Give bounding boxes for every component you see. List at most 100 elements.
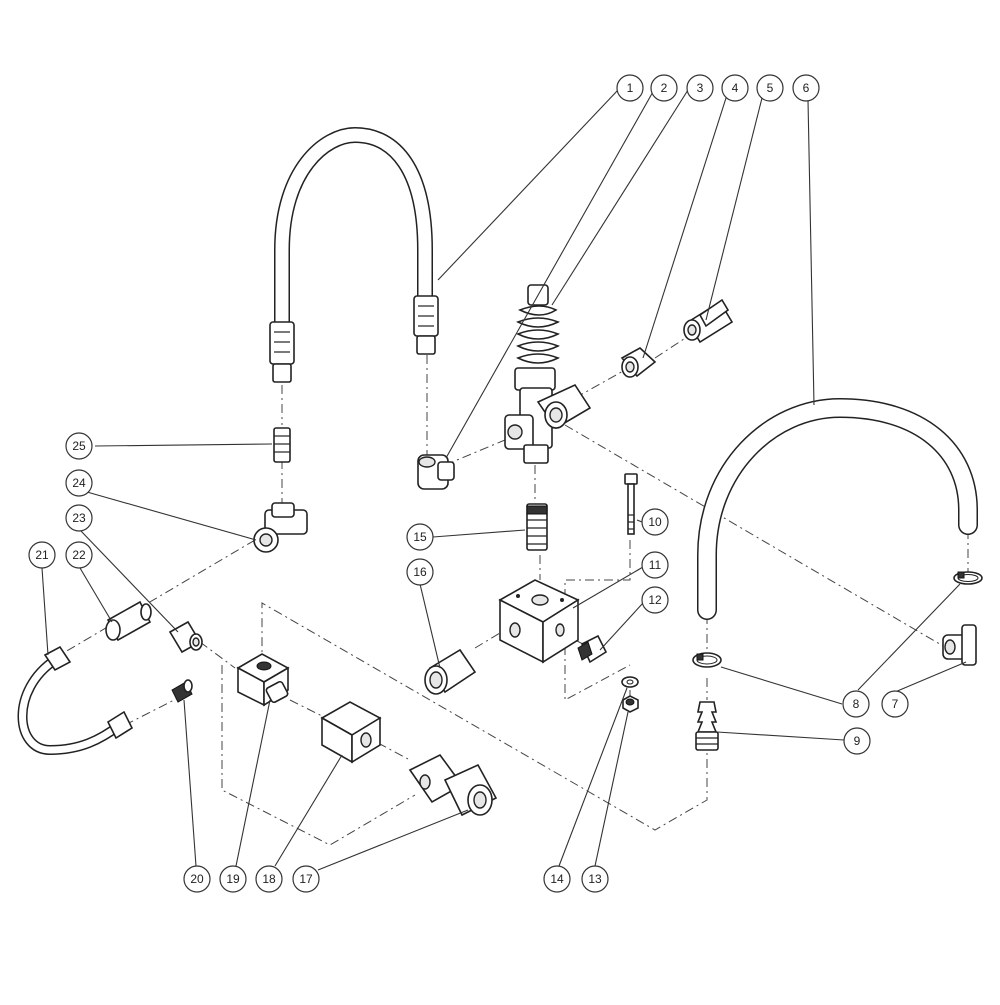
callout-3: 3 xyxy=(686,74,714,102)
callout-12: 12 xyxy=(641,586,669,614)
callout-label: 17 xyxy=(299,872,313,886)
assembly-line xyxy=(444,439,506,466)
nipple-15 xyxy=(526,503,548,551)
callout-label: 4 xyxy=(732,81,739,95)
leader-line xyxy=(183,699,197,867)
callout-label: 25 xyxy=(72,439,86,453)
callout-label: 5 xyxy=(767,81,774,95)
leader-line xyxy=(594,711,629,867)
callout-label: 6 xyxy=(803,81,810,95)
leader-line xyxy=(807,99,815,406)
hose-clamp-8a xyxy=(953,571,983,585)
fitting-4 xyxy=(620,347,657,378)
callout-1: 1 xyxy=(616,74,644,102)
callout-label: 15 xyxy=(413,530,427,544)
callout-6: 6 xyxy=(792,74,820,102)
callout-label: 18 xyxy=(262,872,276,886)
manifold-block-11 xyxy=(498,579,580,664)
leader-line xyxy=(551,89,689,306)
assembly-line xyxy=(261,602,708,831)
callout-label: 13 xyxy=(588,872,602,886)
leader-line xyxy=(720,666,843,705)
callout-label: 3 xyxy=(697,81,704,95)
leader-line xyxy=(419,583,441,669)
callout-20: 20 xyxy=(183,865,211,893)
callout-label: 10 xyxy=(648,515,662,529)
leader-line xyxy=(857,583,961,691)
leader-line xyxy=(599,602,644,651)
callout-2: 2 xyxy=(650,74,678,102)
assembly-line xyxy=(574,369,626,399)
leader-line xyxy=(572,566,644,609)
callout-25: 25 xyxy=(65,432,93,460)
leader-line xyxy=(642,97,727,359)
leader-line xyxy=(235,699,271,867)
callout-label: 14 xyxy=(550,872,564,886)
callout-label: 22 xyxy=(72,548,86,562)
assembly-line xyxy=(221,665,416,846)
callout-7: 7 xyxy=(881,690,909,718)
callout-label: 11 xyxy=(649,558,662,572)
leader-line xyxy=(636,519,643,523)
leader-line xyxy=(432,529,526,538)
callout-label: 24 xyxy=(72,476,86,490)
leader-line xyxy=(716,731,845,741)
callout-label: 19 xyxy=(226,872,240,886)
quick-coupler-5 xyxy=(683,298,734,344)
callout-label: 12 xyxy=(648,593,662,607)
callout-label: 8 xyxy=(853,697,860,711)
elbow-2 xyxy=(417,454,455,490)
leader-line xyxy=(437,89,619,281)
assembly-line xyxy=(474,629,506,649)
callout-9: 9 xyxy=(843,727,871,755)
nut-13 xyxy=(622,695,639,713)
callout-17: 17 xyxy=(292,865,320,893)
leader-line xyxy=(317,809,469,871)
callout-19: 19 xyxy=(219,865,247,893)
nipple-20 xyxy=(171,679,193,703)
callout-23: 23 xyxy=(65,504,93,532)
callout-10: 10 xyxy=(641,508,669,536)
callout-11: 11 xyxy=(641,551,669,579)
callout-14: 14 xyxy=(543,865,571,893)
assembly-line xyxy=(124,696,181,726)
hose-21 xyxy=(17,645,134,756)
callout-21: 21 xyxy=(28,541,56,569)
callout-label: 20 xyxy=(190,872,204,886)
hose-clamp-8b xyxy=(692,652,722,668)
callout-label: 1 xyxy=(627,81,634,95)
leader-line xyxy=(79,529,179,633)
assembly-line xyxy=(199,641,236,669)
callout-5: 5 xyxy=(756,74,784,102)
leader-lines xyxy=(41,89,967,871)
callout-label: 7 xyxy=(892,697,899,711)
plug-12 xyxy=(577,634,608,664)
fitting-23 xyxy=(168,620,203,654)
callout-label: 21 xyxy=(35,548,49,562)
tee-block-19 xyxy=(236,653,290,707)
leader-line xyxy=(894,661,967,693)
nipple-25 xyxy=(273,427,291,463)
leader-line xyxy=(705,97,763,321)
unloader-valve-3 xyxy=(504,284,592,464)
bolt-10 xyxy=(624,473,638,535)
tee-24 xyxy=(253,502,308,553)
callout-label: 9 xyxy=(854,734,861,748)
hose-barb-9 xyxy=(695,701,719,751)
assembly-line xyxy=(654,334,691,359)
assembly-line xyxy=(564,540,631,701)
leader-line xyxy=(558,687,628,867)
callout-16: 16 xyxy=(406,558,434,586)
leader-line xyxy=(274,754,343,867)
leader-line xyxy=(79,489,257,541)
fitting-16 xyxy=(424,648,477,695)
callout-4: 4 xyxy=(721,74,749,102)
assembly-line xyxy=(564,424,951,651)
leader-line xyxy=(41,567,49,656)
hose-6 xyxy=(697,397,978,620)
callout-label: 2 xyxy=(661,81,668,95)
assembly-lines xyxy=(59,334,969,846)
callout-18: 18 xyxy=(255,865,283,893)
